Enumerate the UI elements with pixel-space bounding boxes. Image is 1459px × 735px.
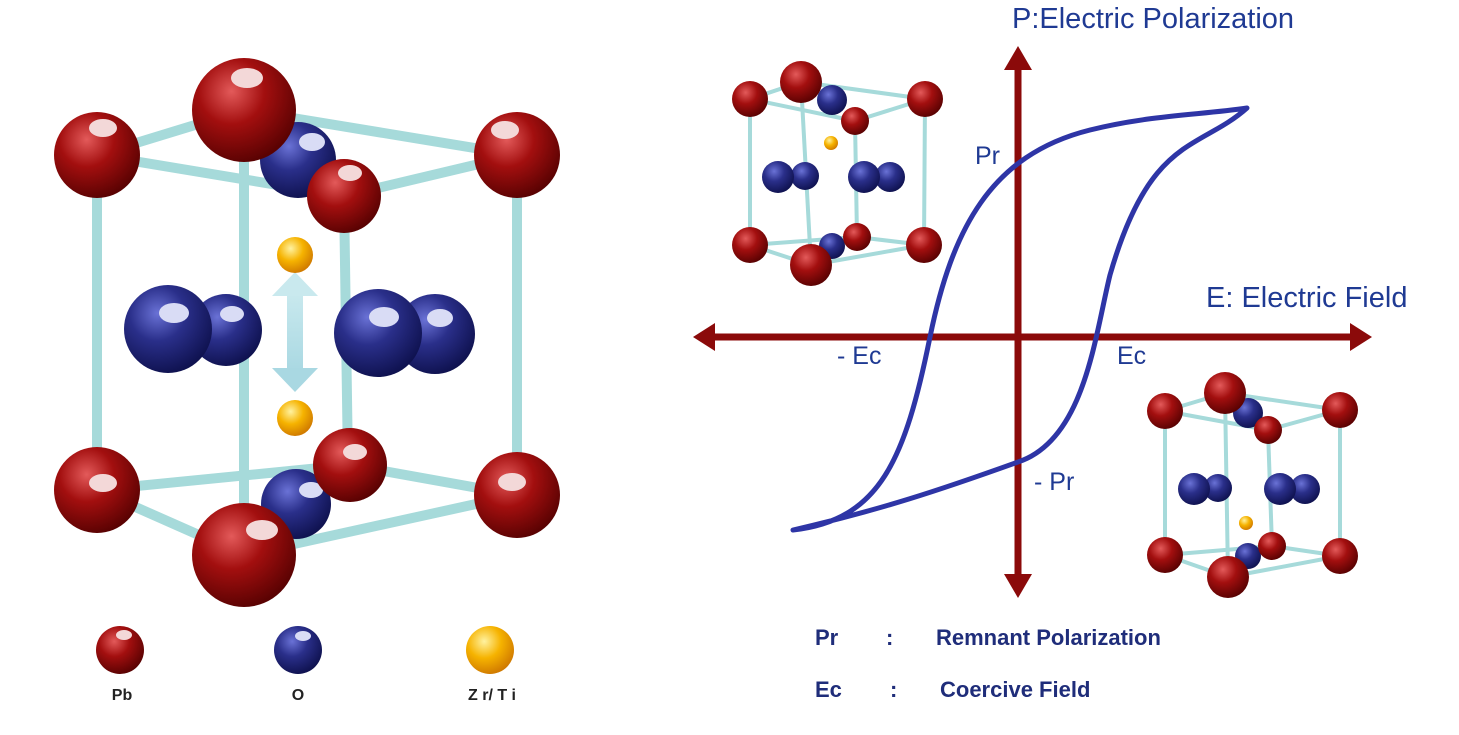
legend-label-oxygen: O	[292, 687, 304, 704]
definition-ec: Ec : Coercive Field	[815, 677, 1090, 702]
neg-pr-label: - Pr	[1034, 468, 1074, 496]
legend-item-oxygen: O	[274, 626, 322, 704]
zr-ti-atom-icon	[466, 626, 514, 674]
y-axis	[1004, 46, 1032, 598]
neg-ec-label: - Ec	[837, 342, 881, 370]
zr-ti-atom-lower	[277, 400, 313, 436]
y-axis-label: P:Electric Polarization	[1012, 3, 1294, 35]
legend-label-zr-ti: Z r/ T i	[468, 687, 516, 704]
x-axis	[693, 323, 1372, 351]
small-unit-cell-up	[732, 61, 943, 286]
definition-sep-ec: :	[890, 677, 897, 702]
pr-label: Pr	[975, 142, 1000, 170]
atom-legend: Pb O Z r/ T i	[96, 626, 516, 704]
displacement-arrow-icon	[272, 272, 318, 392]
definition-key-ec: Ec	[815, 677, 842, 702]
definitions: Pr : Remnant Polarization Ec : Coercive …	[815, 625, 1161, 702]
x-axis-label: E: Electric Field	[1206, 282, 1407, 314]
definition-pr: Pr : Remnant Polarization	[815, 625, 1161, 650]
hysteresis-diagram: P:Electric Polarization E: Electric Fiel…	[693, 3, 1407, 598]
legend-item-pb: Pb	[96, 626, 144, 704]
definition-value-pr: Remnant Polarization	[936, 625, 1161, 650]
small-unit-cell-down	[1147, 372, 1358, 598]
definition-key-pr: Pr	[815, 625, 839, 650]
definition-sep-pr: :	[886, 625, 893, 650]
pb-atom-icon	[96, 626, 144, 674]
legend-item-zr-ti: Z r/ T i	[466, 626, 516, 704]
legend-label-pb: Pb	[112, 687, 133, 704]
definition-value-ec: Coercive Field	[940, 677, 1090, 702]
large-unit-cell	[54, 58, 560, 607]
pb-atoms	[54, 58, 560, 607]
ec-label: Ec	[1117, 342, 1146, 370]
hysteresis-loop	[790, 105, 1250, 533]
zr-ti-atom-upper	[277, 237, 313, 273]
